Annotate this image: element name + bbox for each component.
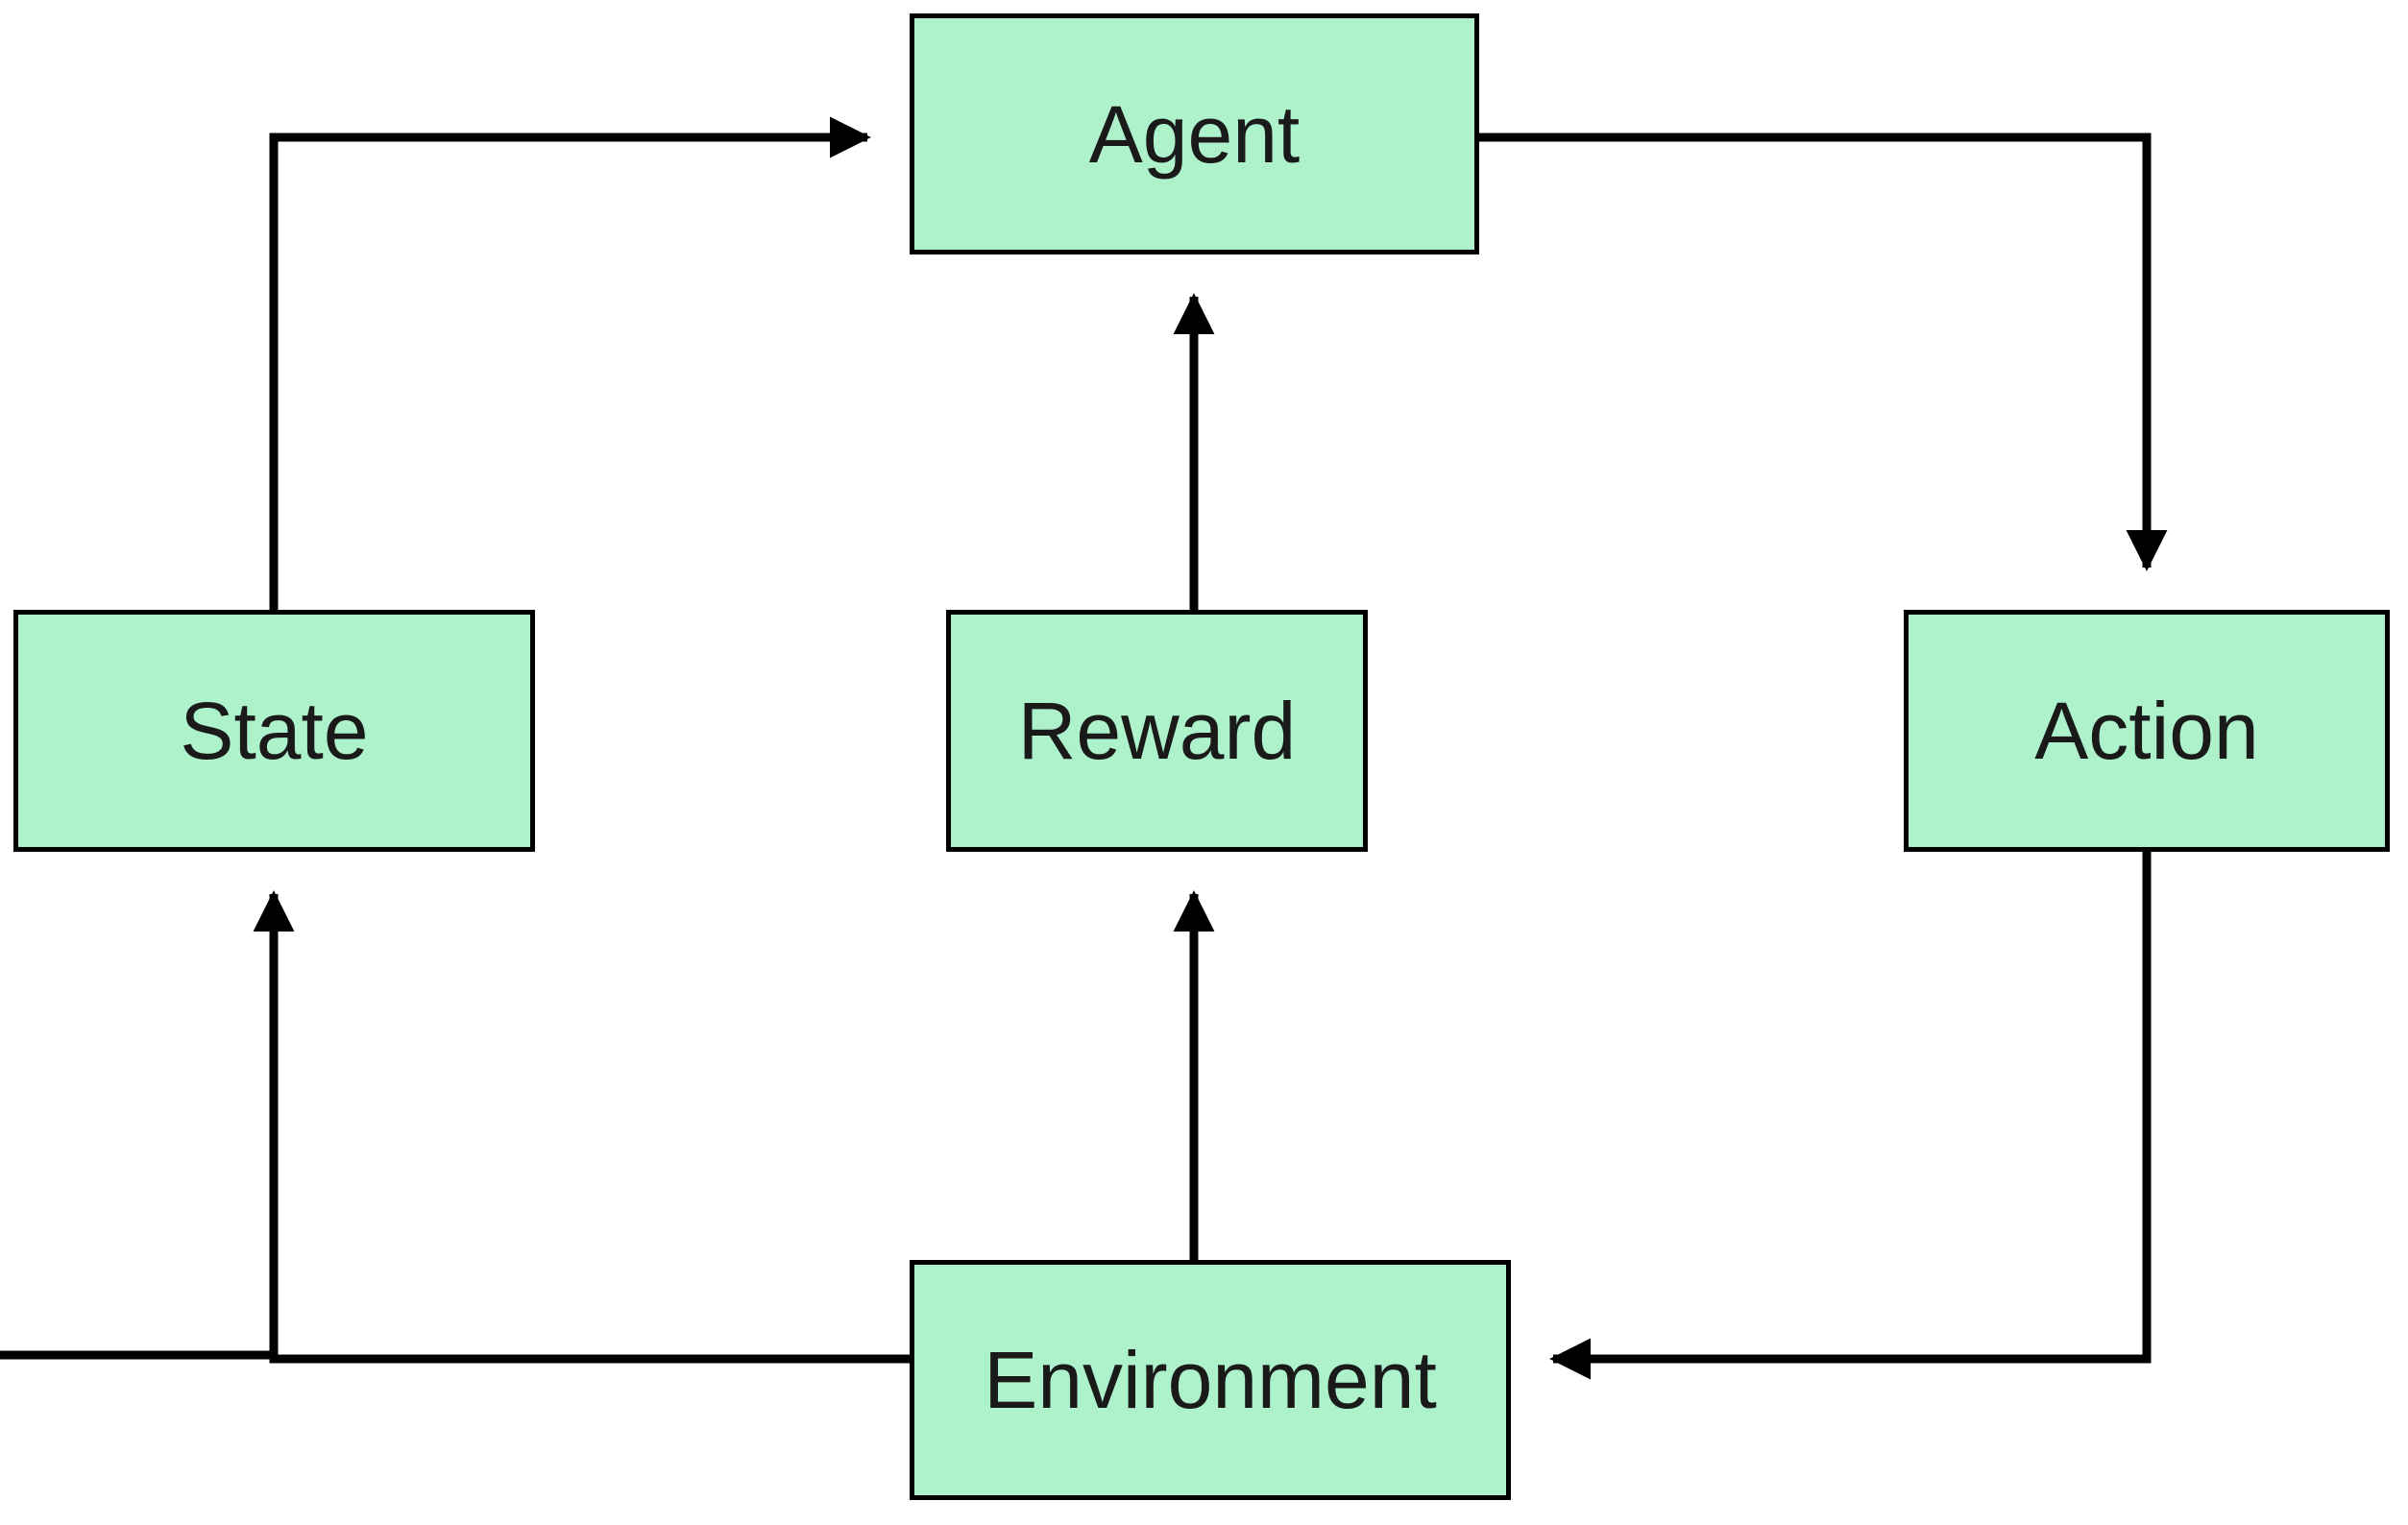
node-state-label: State [180, 686, 369, 776]
node-action[interactable]: Action [1904, 610, 2390, 852]
edge-state-to-agent [269, 116, 871, 610]
node-reward[interactable]: Reward [946, 610, 1368, 852]
node-environment[interactable]: Environment [910, 1260, 1511, 1500]
node-action-label: Action [2034, 686, 2259, 776]
node-agent[interactable]: Agent [910, 13, 1479, 254]
node-reward-label: Reward [1017, 686, 1297, 776]
node-agent-label: Agent [1088, 88, 1301, 180]
node-environment-label: Environment [984, 1335, 1437, 1425]
node-state[interactable]: State [13, 610, 535, 852]
edge-action-to-environment [1549, 852, 2152, 1380]
edge-agent-to-action [1479, 133, 2168, 571]
edge-environment-to-state-path [253, 890, 910, 1364]
